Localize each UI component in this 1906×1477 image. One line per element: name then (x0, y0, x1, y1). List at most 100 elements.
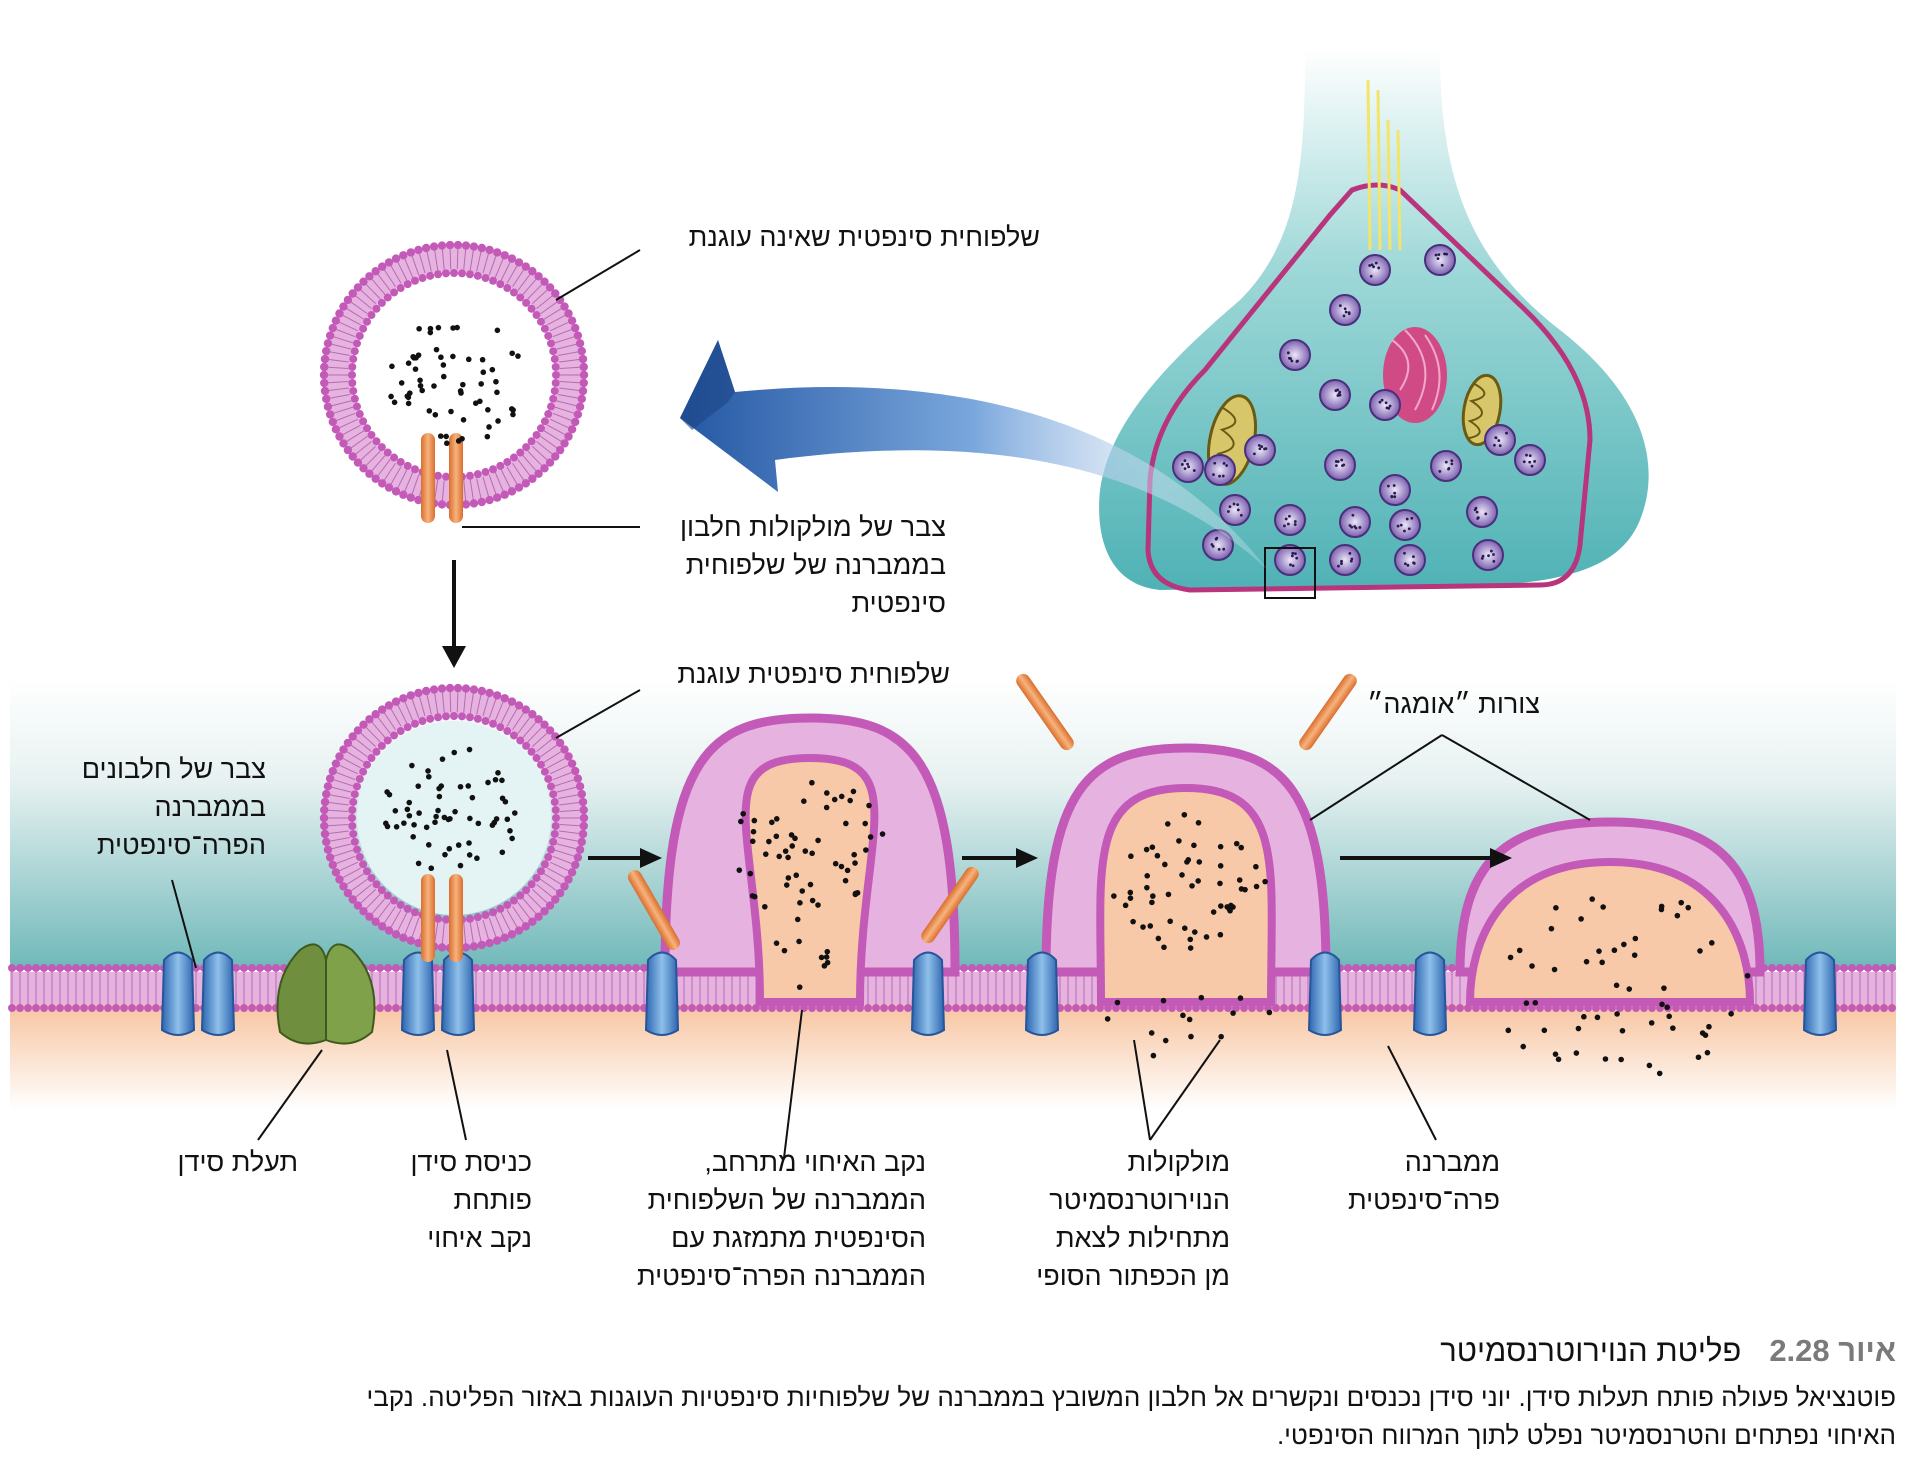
vesicles-layer (319, 240, 1765, 1006)
label-omega-shapes: צורות ״אומגה״ (1367, 689, 1540, 719)
terminal-vesicle-6 (1244, 434, 1276, 466)
pore-expands-line-2: הממברנה של השלפוחית (647, 1185, 926, 1215)
presynaptic-membrane-line-2: פרה־סינפטית (1348, 1185, 1500, 1215)
terminal-vesicle-23 (1202, 529, 1234, 561)
protein-cluster-line-2: בממברנה של שלפוחית (685, 550, 946, 580)
neurotransmitter-dots (383, 324, 1751, 1077)
docked-protein-rod-a (421, 874, 435, 962)
terminal-vesicle-11 (1430, 450, 1462, 482)
vesicle-protein-rod-a (421, 433, 435, 523)
terminal-vesicle-21 (1394, 544, 1426, 576)
calcium-entry-line-2: פותחת (453, 1185, 532, 1215)
blue-channel-4 (644, 951, 680, 1036)
blue-channel-8 (1412, 951, 1448, 1036)
terminal-vesicles (1172, 244, 1546, 576)
blue-channel-2 (400, 951, 436, 1036)
released-protein-3 (1016, 673, 1074, 751)
blue-channel-6 (1024, 951, 1060, 1036)
leader-lines (171, 249, 1591, 1159)
nt-molecules-line-1: מולקולות (1127, 1147, 1230, 1177)
label-pore-expands: נקב האיחוי מתרחב, הממברנה של השלפוחית הס… (637, 1143, 926, 1295)
calcium-channel-protein (276, 943, 376, 1045)
calcium-entry-line-1: כניסת סידן (410, 1147, 532, 1177)
pore-expands-line-3: הסינפטית מתמזגת עם (671, 1223, 926, 1253)
terminal-vesicle-22 (1472, 539, 1504, 571)
terminal-vesicle-1 (1424, 244, 1456, 276)
terminal-vesicle-7 (1204, 454, 1236, 486)
nt-molecules-line-4: מן הכפתור הסופי (1036, 1261, 1230, 1291)
zoom-box (1264, 547, 1316, 599)
omega-vesicle-1 (660, 713, 960, 1006)
released-protein-4 (1299, 673, 1357, 751)
pore-expands-line-1: נקב האיחוי מתרחב, (704, 1147, 926, 1177)
terminal-vesicle-16 (1339, 506, 1371, 538)
terminal-vesicle-20 (1329, 544, 1361, 576)
terminal-vesicle-2 (1329, 294, 1361, 326)
terminal-vesicle-8 (1172, 451, 1204, 483)
label-calcium-channel: תעלת סידן (177, 1147, 298, 1177)
nt-cloud-omega-2 (1111, 811, 1268, 951)
terminal-vesicle-19 (1274, 544, 1306, 576)
nt-cloud-nondocked (388, 324, 521, 447)
step-arrows (442, 560, 1512, 868)
blue-channel-7 (1307, 951, 1343, 1036)
label-docked-vesicle: שלפוחית סינפטית עוגנת (677, 659, 950, 689)
label-membrane-proteins: צבר של חלבונים בממברנה הפרה־סינפטית (82, 750, 266, 864)
terminal-vesicle-3 (1279, 339, 1311, 371)
protein-cluster-line-1: צבר של מולקולות חלבון (679, 512, 946, 542)
figure-number: איור 2.28 (1769, 1333, 1896, 1368)
terminal-vesicle-15 (1274, 504, 1306, 536)
nt-cloud-pore-1 (773, 916, 831, 990)
vesicle-protein-rod-b (449, 433, 463, 523)
terminal-vesicle-13 (1514, 444, 1546, 476)
figure-caption: איור 2.28 פליטת הנוירוטרנסמיטר פוטנציאל פ… (10, 1330, 1896, 1454)
omega-vesicle-2 (1041, 743, 1331, 1006)
blue-channel-3 (440, 951, 476, 1036)
membrane-proteins-line-2: בממברנה (154, 792, 266, 822)
caption-line-2: האיחוי נפתחים והטרנסמיטר נפלט לתוך המרוו… (1276, 1420, 1896, 1450)
terminal-vesicle-17 (1389, 509, 1421, 541)
caption-body: פוטנציאל פעולה פותח תעלות סידן. יוני סיד… (10, 1378, 1896, 1454)
released-protein-1 (628, 870, 680, 950)
nt-molecules-line-3: מתחילות לצאת (1055, 1223, 1230, 1253)
label-calcium-entry: כניסת סידן פותחת נקב איחוי (411, 1143, 532, 1257)
blue-channel-1 (200, 951, 236, 1036)
terminal-vesicle-4 (1369, 389, 1401, 421)
nt-molecules-line-2: הנוירוטרנסמיטר (1049, 1185, 1230, 1215)
blue-channel-0 (160, 951, 196, 1036)
calcium-entry-line-3: נקב איחוי (427, 1223, 532, 1253)
presynaptic-membrane-line-1: ממברנה (1404, 1147, 1500, 1177)
label-protein-cluster: צבר של מולקולות חלבון בממברנה של שלפוחית… (680, 508, 946, 622)
membrane-proteins-line-1: צבר של חלבונים (81, 754, 266, 784)
zoom-arrow (680, 340, 1268, 570)
blue-channel-9 (1802, 951, 1838, 1036)
terminal-vesicle-14 (1219, 494, 1251, 526)
terminal-vesicle-10 (1379, 474, 1411, 506)
caption-line-1: פוטנציאל פעולה פותח תעלות סידן. יוני סיד… (366, 1382, 1896, 1412)
released-protein-2 (921, 866, 979, 944)
terminal-vesicle-9 (1324, 449, 1356, 481)
terminal-vesicle-18 (1466, 496, 1498, 528)
omega-vesicle-3 (1455, 817, 1765, 1006)
protein-cluster-line-3: סינפטית (851, 588, 946, 618)
axon-terminal (1099, 50, 1649, 599)
label-nt-molecules: מולקולות הנוירוטרנסמיטר מתחילות לצאת מן … (1036, 1143, 1230, 1295)
docked-protein-rod-b (449, 874, 463, 962)
membrane-proteins-layer (160, 433, 1838, 1045)
blue-channel-5 (910, 951, 946, 1036)
caption-header: איור 2.28 פליטת הנוירוטרנסמיטר (10, 1330, 1896, 1372)
membrane-proteins-line-3: הפרה־סינפטית (96, 830, 266, 860)
label-presynaptic-membrane: ממברנה פרה־סינפטית (1348, 1143, 1500, 1219)
terminal-vesicle-0 (1359, 254, 1391, 286)
label-nonfusing-vesicle: שלפוחית סינפטית שאינה עוגנת (688, 222, 1040, 252)
pore-expands-line-4: הממברנה הפרה־סינפטית (637, 1261, 926, 1291)
nt-cloud-escaping (1104, 994, 1273, 1059)
terminal-vesicle-12 (1484, 424, 1516, 456)
nt-cloud-released (1505, 896, 1751, 1077)
figure-title: פליטת הנוירוטרנסמיטר (1440, 1333, 1742, 1368)
terminal-vesicle-5 (1319, 379, 1351, 411)
nt-cloud-docked (383, 746, 518, 872)
nt-cloud-omega-1 (736, 779, 886, 910)
